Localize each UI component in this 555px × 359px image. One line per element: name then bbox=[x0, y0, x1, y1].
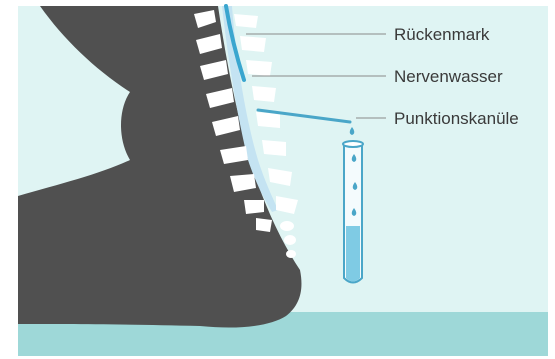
label-cerebrospinal-fluid: Nervenwasser bbox=[394, 67, 503, 86]
vertebra bbox=[246, 60, 272, 76]
vertebra bbox=[234, 14, 258, 28]
test-tube-liquid bbox=[346, 226, 360, 282]
test-tube-rim bbox=[343, 141, 363, 147]
vertebra bbox=[252, 86, 276, 102]
spinous-process bbox=[244, 200, 264, 214]
vertebra bbox=[280, 221, 294, 231]
test-tube bbox=[343, 141, 363, 283]
spinous-process bbox=[256, 218, 272, 232]
vertebra bbox=[256, 112, 280, 128]
vertebra bbox=[240, 36, 266, 52]
label-puncture-needle: Punktionskanüle bbox=[394, 109, 519, 128]
vertebra bbox=[286, 250, 296, 258]
label-spinal-cord: Rückenmark bbox=[394, 25, 490, 44]
vertebra bbox=[284, 235, 296, 245]
vertebra bbox=[262, 140, 286, 156]
